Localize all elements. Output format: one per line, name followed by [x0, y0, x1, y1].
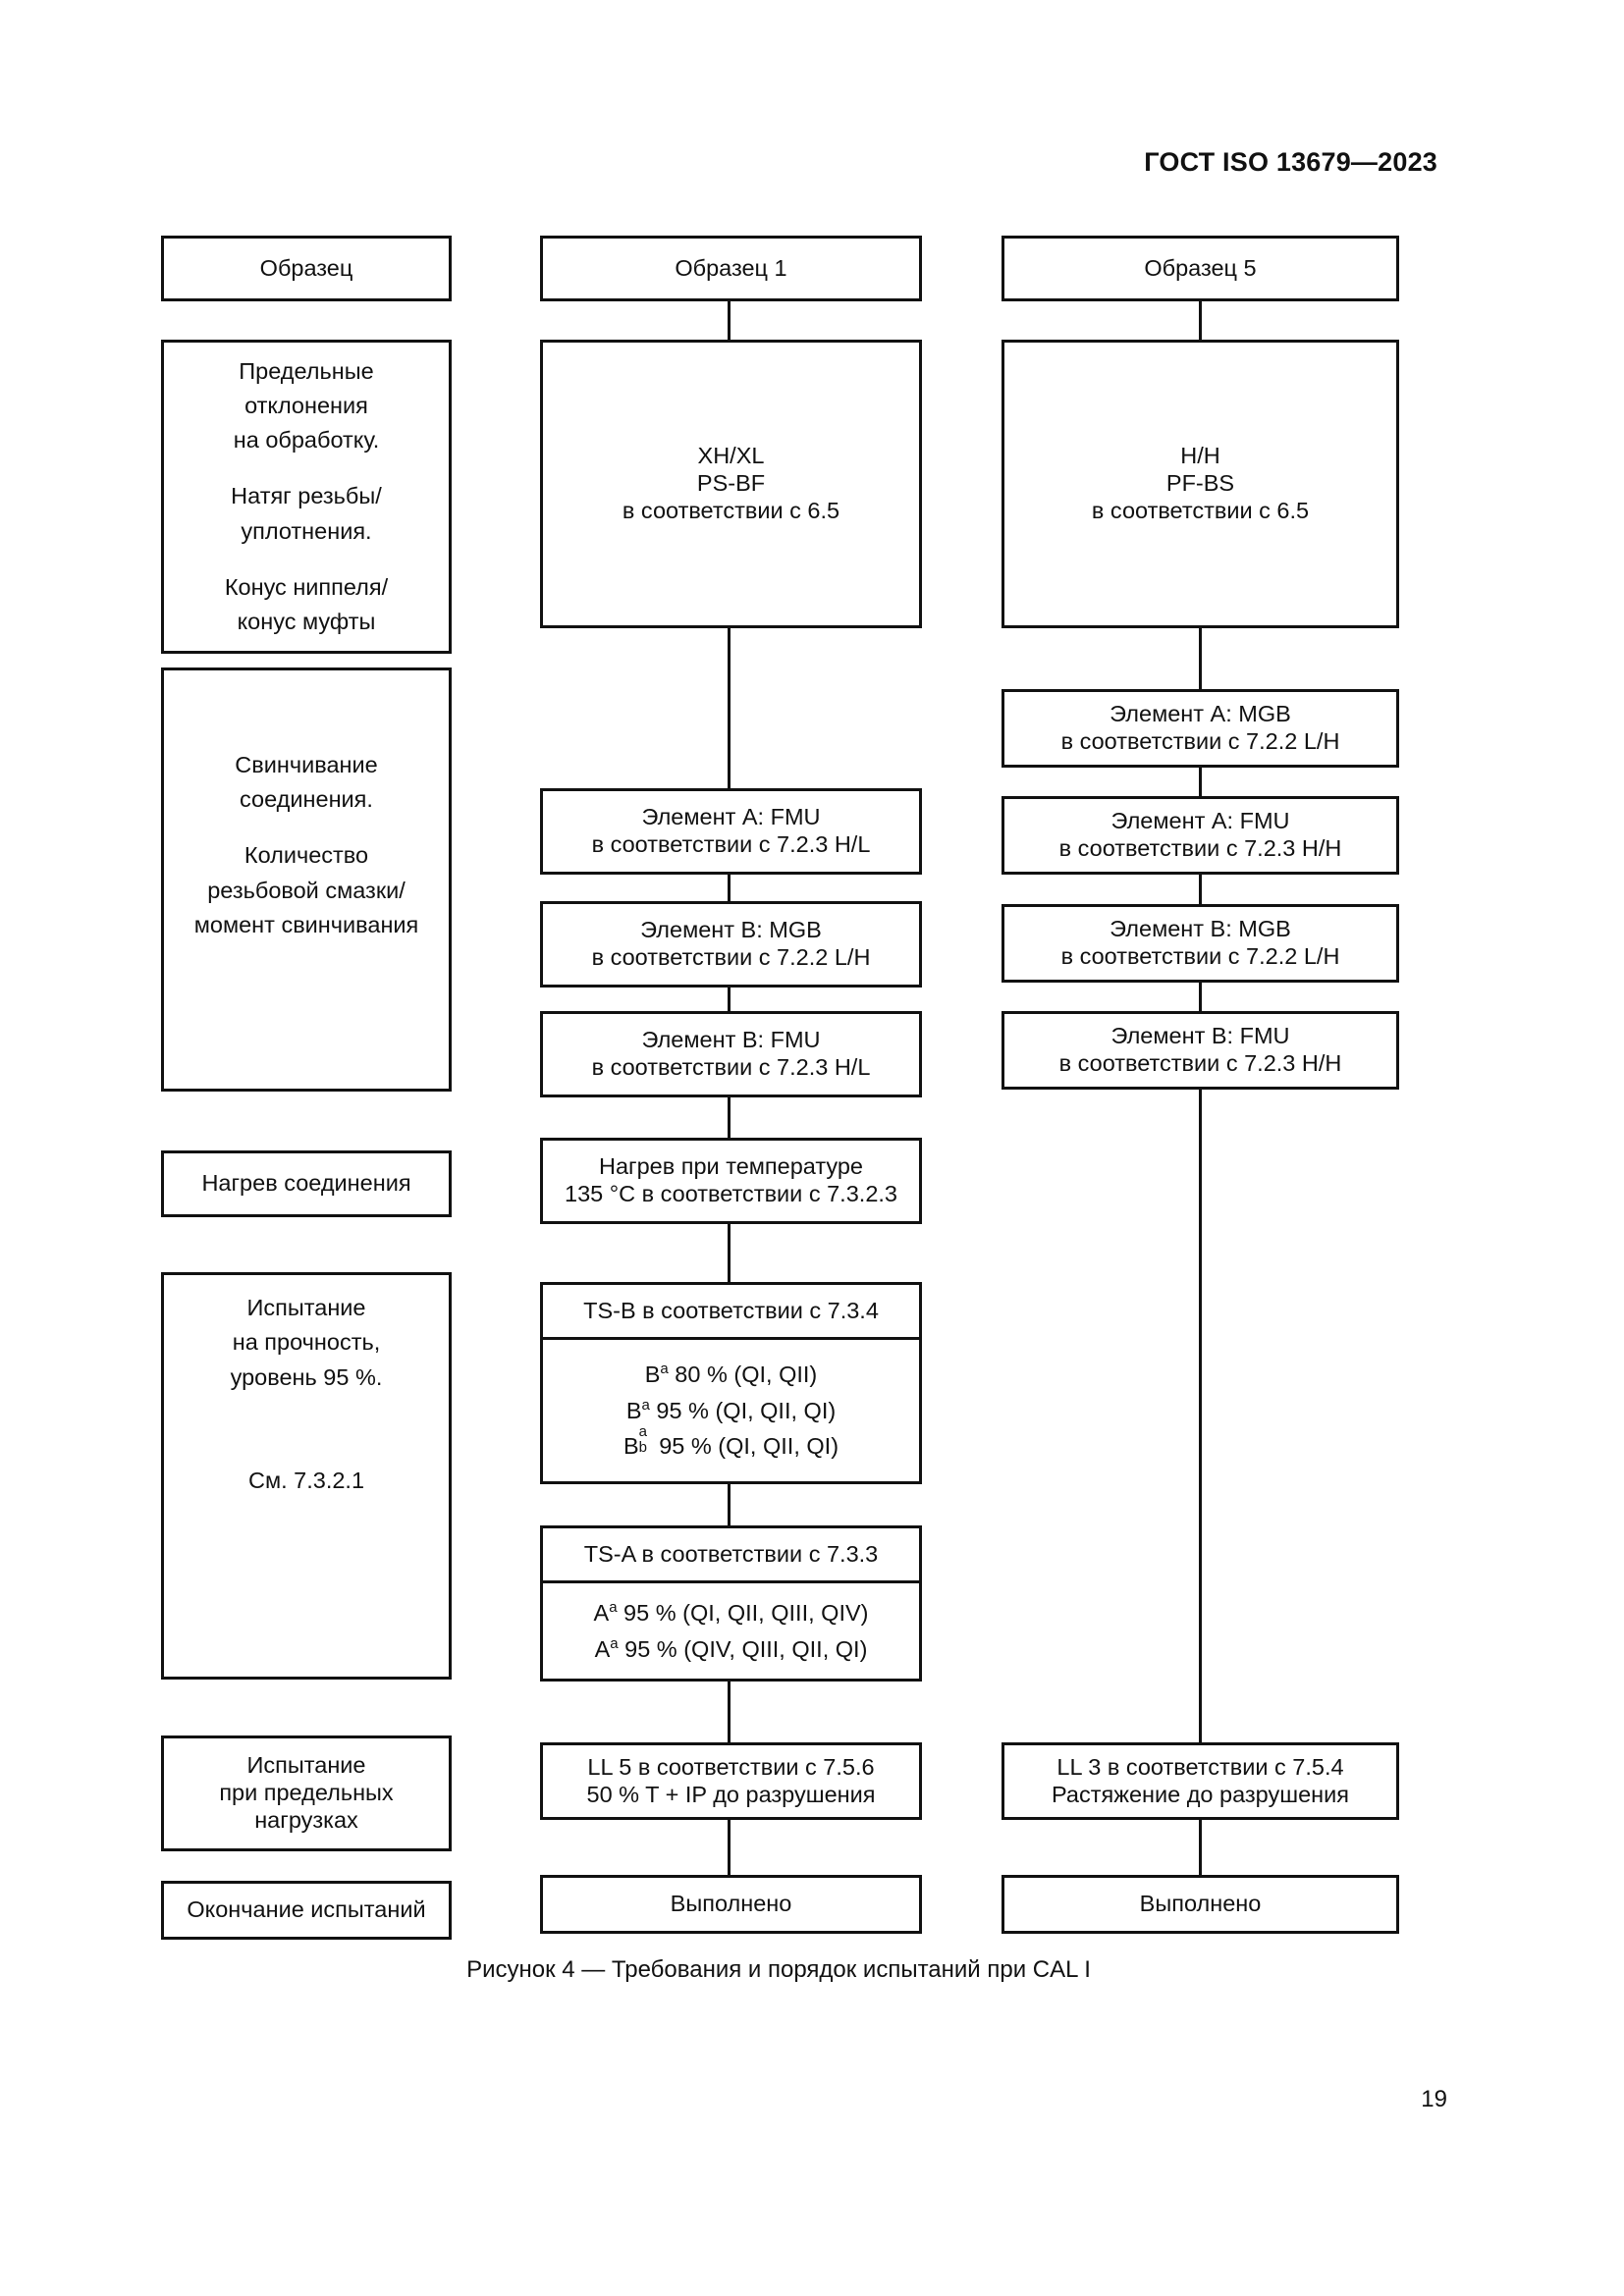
col2-element-a-mgb: Элемент А: MGB в соответствии с 7.2.2 L/… [1001, 689, 1399, 768]
col2-limit-load: LL 3 в соответствии с 7.5.4 Растяжение д… [1001, 1742, 1399, 1820]
ts-b-body: Ba 80 % (QI, QII) Ba 95 % (QI, QII, QI) … [543, 1340, 919, 1481]
ts-a-title: TS-A в соответствии с 7.3.3 [543, 1528, 919, 1583]
col1-limit-load: LL 5 в соответствии с 7.5.6 50 % T + IP … [540, 1742, 922, 1820]
label-sample: Образец [161, 236, 452, 301]
col1-heating: Нагрев при температуре 135 °С в соответс… [540, 1138, 922, 1224]
label-makeup: Свинчивание соединения. Количество резьб… [161, 667, 452, 1092]
label-strength: Испытание на прочность, уровень 95 %. См… [161, 1272, 452, 1680]
label-end: Окончание испытаний [161, 1881, 452, 1940]
col1-done: Выполнено [540, 1875, 922, 1934]
col2-done: Выполнено [1001, 1875, 1399, 1934]
col1-element-b-mgb: Элемент В: MGB в соответствии с 7.2.2 L/… [540, 901, 922, 988]
ts-a-body: Aa 95 % (QI, QII, QIII, QIV) Aa 95 % (QI… [543, 1583, 919, 1679]
label-tolerances: Предельные отклонения на обработку. Натя… [161, 340, 452, 654]
ts-a-line-2: Aa 95 % (QIV, QIII, QII, QI) [594, 1634, 868, 1662]
page-number: 19 [1421, 2086, 1447, 2112]
connector-col2 [1199, 294, 1202, 1885]
col1-ts-b: TS-B в соответствии с 7.3.4 Ba 80 % (QI,… [540, 1282, 922, 1484]
document-id: ГОСТ ISO 13679—2023 [1144, 147, 1437, 177]
col2-title: Образец 5 [1001, 236, 1399, 301]
col1-title: Образец 1 [540, 236, 922, 301]
label-heating: Нагрев соединения [161, 1150, 452, 1217]
ts-b-title: TS-B в соответствии с 7.3.4 [543, 1285, 919, 1340]
col2-element-a-fmu: Элемент А: FMU в соответствии с 7.2.3 H/… [1001, 796, 1399, 875]
col1-ts-a: TS-A в соответствии с 7.3.3 Aa 95 % (QI,… [540, 1525, 922, 1682]
col1-element-b-fmu: Элемент В: FMU в соответствии с 7.2.3 H/… [540, 1011, 922, 1097]
ts-b-line-1: Ba 80 % (QI, QII) [644, 1361, 818, 1388]
col2-spec: H/H PF-BS в соответствии с 6.5 [1001, 340, 1399, 628]
col1-spec: XH/XL PS-BF в соответствии с 6.5 [540, 340, 922, 628]
ts-a-line-1: Aa 95 % (QI, QII, QIII, QIV) [593, 1599, 869, 1627]
col1-element-a-fmu: Элемент А: FMU в соответствии с 7.2.3 H/… [540, 788, 922, 875]
ts-b-line-2: Ba 95 % (QI, QII, QI) [625, 1396, 837, 1423]
label-limit-load: Испытание при предельных нагрузках [161, 1735, 452, 1851]
figure-caption: Рисунок 4 — Требования и порядок испытан… [466, 1956, 1091, 1983]
col2-element-b-fmu: Элемент В: FMU в соответствии с 7.2.3 H/… [1001, 1011, 1399, 1090]
col2-element-b-mgb: Элемент В: MGB в соответствии с 7.2.2 L/… [1001, 904, 1399, 983]
